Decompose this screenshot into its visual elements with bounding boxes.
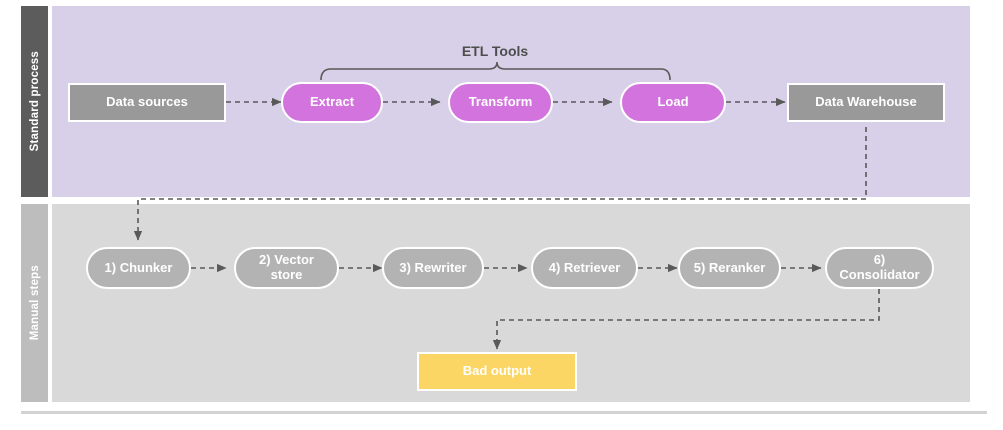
lane-standard-process-band: Standard process: [21, 6, 48, 197]
bottom-divider: [21, 411, 987, 414]
node-load[interactable]: Load: [620, 82, 726, 123]
node-retriever[interactable]: 4) Retriever: [531, 247, 638, 289]
lane-standard-process-label: Standard process: [28, 51, 41, 152]
node-data-sources[interactable]: Data sources: [68, 83, 226, 122]
etl-tools-label: ETL Tools: [461, 43, 529, 59]
node-data-warehouse[interactable]: Data Warehouse: [787, 83, 945, 122]
node-chunker[interactable]: 1) Chunker: [86, 247, 191, 289]
node-extract[interactable]: Extract: [281, 82, 383, 123]
node-rewriter[interactable]: 3) Rewriter: [382, 247, 484, 289]
node-transform[interactable]: Transform: [448, 82, 553, 123]
lane-manual-steps-label: Manual steps: [28, 265, 41, 341]
node-consolidator[interactable]: 6)Consolidator: [825, 247, 934, 289]
node-reranker[interactable]: 5) Reranker: [678, 247, 781, 289]
node-consolidator-label: 6)Consolidator: [839, 252, 920, 282]
lane-manual-steps-band: Manual steps: [21, 204, 48, 402]
node-bad-output[interactable]: Bad output: [417, 352, 577, 391]
